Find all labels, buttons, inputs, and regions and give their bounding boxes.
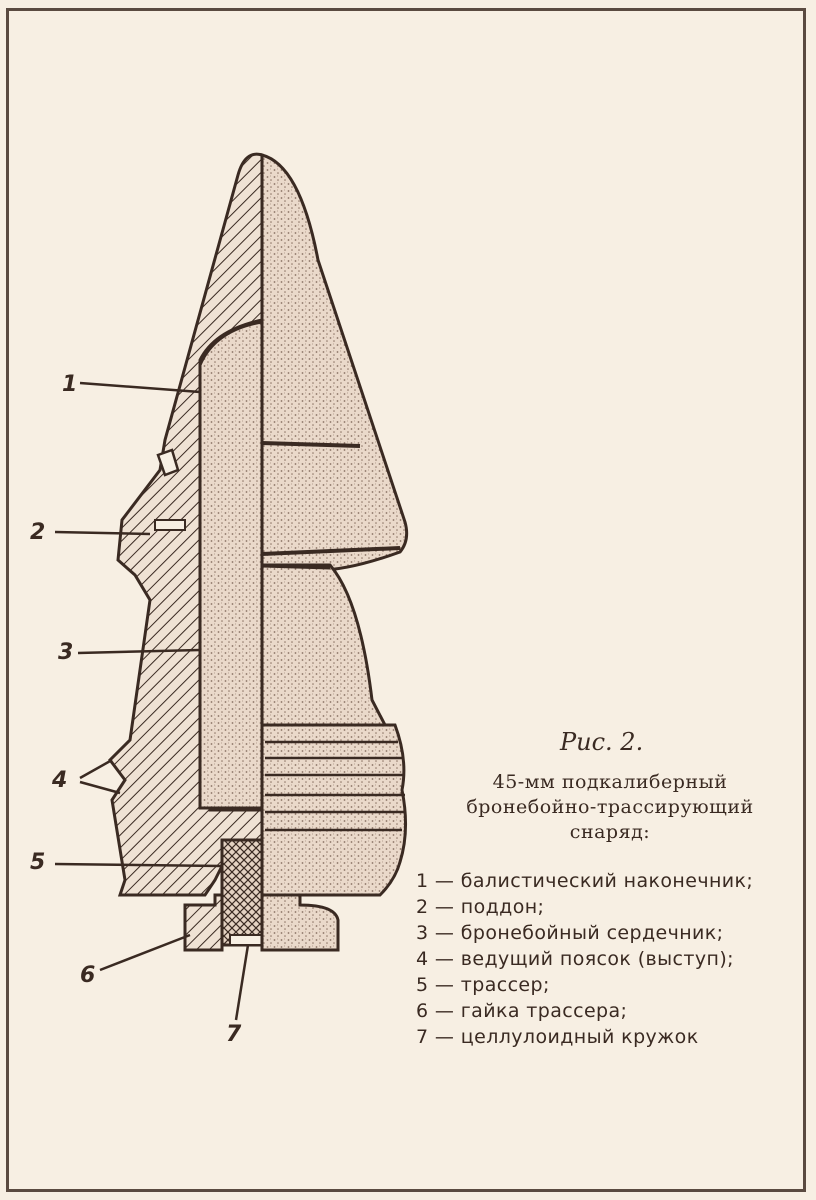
legend-item: 1 — балистический наконечник; <box>416 870 754 892</box>
callout-1: 1 <box>62 372 78 397</box>
legend-item: 6 — гайка трассера; <box>416 1000 628 1022</box>
caption-line: бронебойно-трассирующий <box>466 796 754 818</box>
caption-line: 45-мм подкалиберный <box>492 771 728 793</box>
page-border <box>6 8 806 1192</box>
legend-item: 4 — ведущий поясок (выступ); <box>416 948 734 970</box>
leader-lines <box>54 381 250 1021</box>
legend-item: 7 — целлулоидный кружок <box>416 1026 699 1048</box>
shell-section-half <box>108 152 264 952</box>
figure-caption: 45-мм подкалиберный бронебойно-трассирую… <box>430 770 790 845</box>
legend-list: 1 — балистический наконечник; 2 — поддон… <box>416 868 806 1050</box>
legend-item: 5 — трассер; <box>416 974 550 996</box>
legend-item: 2 — поддон; <box>416 896 545 918</box>
callout-2: 2 <box>30 520 46 545</box>
callout-4: 4 <box>52 768 68 793</box>
legend-item: 3 — бронебойный сердечник; <box>416 922 724 944</box>
callout-7: 7 <box>226 1022 242 1047</box>
caption-line: снаряд: <box>569 821 651 843</box>
shell-exterior-half <box>260 153 409 952</box>
callout-5: 5 <box>30 850 46 875</box>
callout-3: 3 <box>58 640 74 665</box>
callout-6: 6 <box>80 963 96 988</box>
figure-title: Рис. 2. <box>560 728 644 756</box>
